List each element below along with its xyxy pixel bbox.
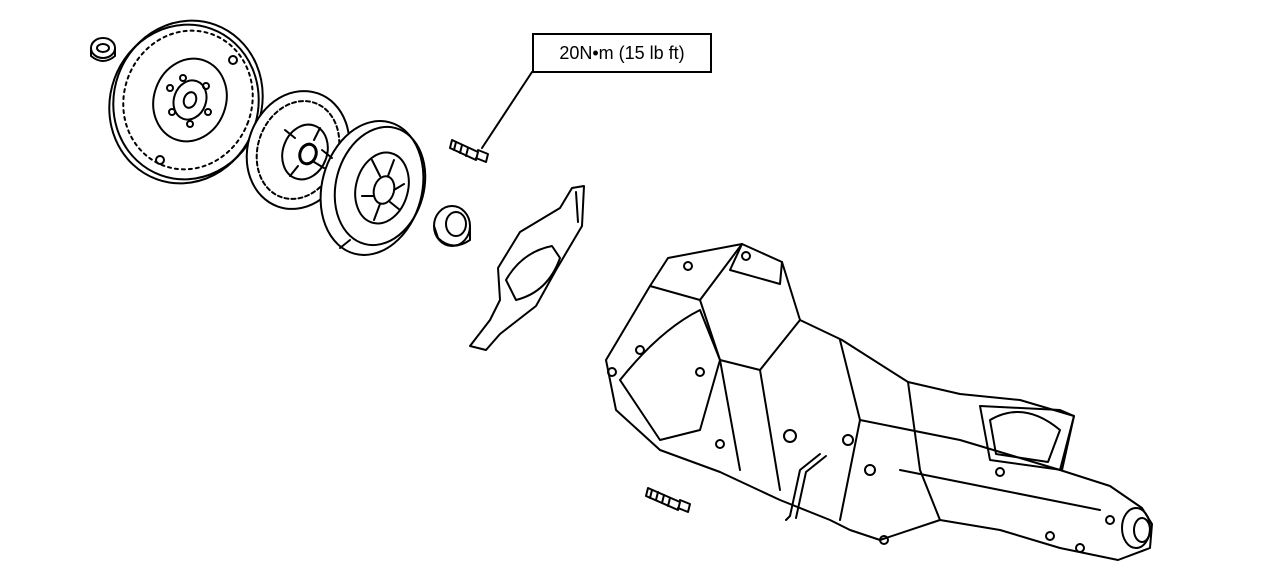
transmission [606,244,1152,560]
bolt [450,140,488,162]
pilot-bearing [91,38,115,61]
pressure-plate [306,109,438,266]
flywheel [87,0,285,204]
torque-spec-label: 20N•m (15 lb ft) [532,33,712,73]
bolt [646,488,690,512]
release-bearing [434,206,470,246]
torque-spec-text: 20N•m (15 lb ft) [559,42,685,63]
leader-line [482,72,532,148]
release-fork [470,186,584,350]
